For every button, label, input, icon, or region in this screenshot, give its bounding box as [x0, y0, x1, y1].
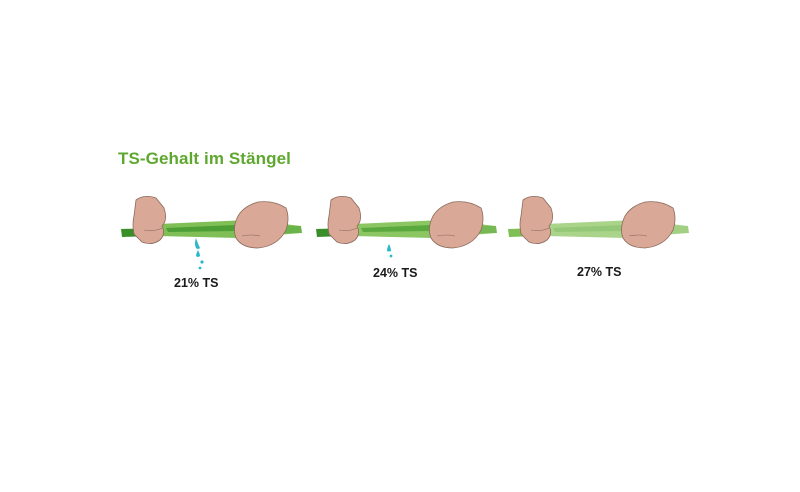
left-hand-icon [132, 196, 166, 244]
ts-label: 27% TS [577, 265, 622, 279]
water-drops-icon [195, 238, 204, 270]
right-hand-icon [621, 201, 676, 249]
ts-label: 24% TS [373, 266, 418, 280]
figure-title: TS-Gehalt im Stängel [118, 149, 291, 168]
water-drops-icon [387, 244, 393, 258]
left-hand-icon [519, 196, 553, 244]
right-hand-icon [429, 201, 484, 249]
left-hand-icon [327, 196, 361, 244]
stem-twist-illustration [316, 196, 497, 258]
ts-label: 21% TS [174, 276, 219, 290]
panel-27: 27% TS [505, 188, 705, 298]
stem-twist-illustration [508, 196, 689, 249]
stem-twist-illustration [121, 196, 302, 270]
panel-24: 24% TS [313, 188, 513, 298]
panel-21: 21% TS [118, 188, 318, 298]
right-hand-icon [234, 201, 289, 249]
